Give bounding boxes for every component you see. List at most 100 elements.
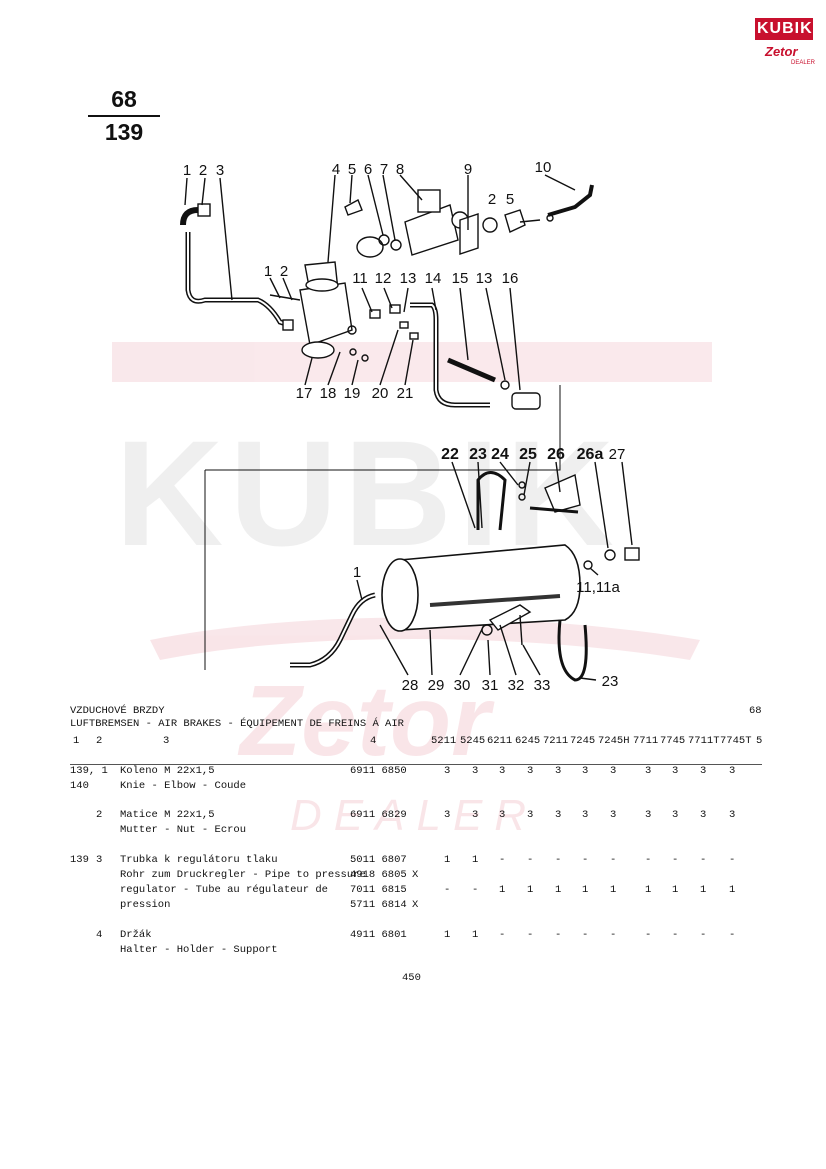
col-model: 7745T — [720, 735, 752, 747]
part-number: 5011 6807 — [350, 854, 407, 866]
section-title: VZDUCHOVÉ BRZDY — [70, 705, 165, 717]
callout-label: 25 — [519, 446, 537, 463]
callout-label: 1 — [183, 162, 191, 179]
qty-cell: - — [472, 884, 479, 896]
qty-cell: - — [582, 929, 589, 941]
callout-label: 7 — [380, 161, 388, 178]
callout-label: 31 — [482, 677, 499, 694]
qty-cell: 1 — [700, 884, 707, 896]
qty-cell: 3 — [672, 809, 679, 821]
qty-cell: - — [499, 929, 506, 941]
qty-cell: 3 — [472, 809, 479, 821]
footer-page-number: 450 — [402, 972, 421, 984]
callout-label: 13 — [476, 270, 493, 287]
callout-label: 26 — [547, 446, 565, 463]
callout-label: 26a — [577, 446, 604, 463]
header-divider — [70, 764, 762, 765]
qty-cell: 3 — [610, 809, 617, 821]
col-key-1: 1 — [73, 735, 80, 747]
desc-line: Držák — [120, 929, 152, 941]
section-subtitle: LUFTBREMSEN - AIR BRAKES - ÉQUIPEMENT DE… — [70, 718, 404, 730]
qty-cell: - — [672, 929, 679, 941]
callout-label: 3 — [216, 162, 224, 179]
col-key-4: 4 — [370, 735, 377, 747]
desc-line: Halter - Holder - Support — [120, 944, 278, 956]
qty-cell: - — [555, 854, 562, 866]
qty-cell: 3 — [729, 809, 736, 821]
callout-label: 11,11a — [576, 579, 620, 596]
callout-label: 22 — [441, 446, 459, 463]
qty-cell: 3 — [645, 809, 652, 821]
callout-label: 13 — [400, 270, 417, 287]
section-page-ref: 68 — [749, 705, 762, 717]
qty-cell: - — [672, 854, 679, 866]
callout-label: 2 — [280, 263, 288, 280]
qty-cell: - — [700, 854, 707, 866]
qty-cell: - — [610, 929, 617, 941]
qty-cell: - — [555, 929, 562, 941]
part-number: 7011 6815 — [350, 884, 407, 896]
qty-cell: 3 — [700, 765, 707, 777]
qty-cell: 3 — [444, 809, 451, 821]
callout-label: 18 — [320, 385, 337, 402]
col-model: 7245 — [570, 735, 596, 747]
page-ref-top: 68 — [111, 86, 137, 112]
qty-cell: 3 — [499, 765, 506, 777]
callout-label: 20 — [372, 385, 389, 402]
qty-cell: 3 — [499, 809, 506, 821]
qty-cell: 1 — [527, 884, 534, 896]
qty-cell: - — [729, 929, 736, 941]
desc-line: Knie - Elbow - Coude — [120, 780, 247, 792]
callout-label: 5 — [506, 191, 514, 208]
callout-label: 30 — [454, 677, 471, 694]
callout-label: 16 — [502, 270, 519, 287]
qty-cell: 3 — [672, 765, 679, 777]
page-ref-bottom: 139 — [104, 119, 144, 145]
item-cell: 4 — [96, 929, 103, 941]
qty-cell: - — [582, 854, 589, 866]
qty-cell: 1 — [555, 884, 562, 896]
desc-line: Rohr zum Druckregler - Pipe to pressure — [120, 869, 366, 881]
qty-cell: 3 — [582, 809, 589, 821]
qty-cell: 3 — [472, 765, 479, 777]
part-number: 4918 6805 — [350, 869, 407, 881]
desc-line: regulator - Tube au régulateur de — [120, 884, 328, 896]
part-number: 6911 6850 — [350, 765, 407, 777]
logo-brand: KUBIK — [757, 20, 813, 37]
qty-cell: 1 — [610, 884, 617, 896]
qty-cell: - — [645, 929, 652, 941]
callout-label: 24 — [491, 446, 509, 463]
qty-cell: 1 — [582, 884, 589, 896]
qty-cell: 3 — [555, 809, 562, 821]
qty-cell: 3 — [645, 765, 652, 777]
col-key-3: 3 — [163, 735, 170, 747]
callout-label: 23 — [469, 446, 487, 463]
qty-cell: 1 — [444, 854, 451, 866]
qty-cell: 1 — [672, 884, 679, 896]
kubik-zetor-logo: KUBIK Zetor DEALER — [755, 18, 816, 70]
x-mark: X — [412, 899, 419, 911]
qty-cell: - — [527, 929, 534, 941]
callout-label: 29 — [428, 677, 445, 694]
col-model: 7245H — [598, 735, 630, 747]
col-key-2: 2 — [96, 735, 103, 747]
qty-cell: - — [645, 854, 652, 866]
callout-label: 2 — [488, 191, 496, 208]
col-model: 5 — [756, 735, 763, 747]
qty-cell: 3 — [527, 765, 534, 777]
callout-label: 9 — [464, 161, 472, 178]
callout-label: 4 — [332, 161, 340, 178]
qty-cell: 1 — [472, 854, 479, 866]
callout-label: 19 — [344, 385, 361, 402]
callout-label: 6 — [364, 161, 372, 178]
callout-label: 1 — [264, 263, 272, 280]
qty-cell: - — [444, 884, 451, 896]
callout-label: 27 — [609, 446, 626, 463]
part-number: 4911 6801 — [350, 929, 407, 941]
item-cell: 3 — [96, 854, 103, 866]
logo-dealer: DEALER — [791, 60, 816, 66]
qty-cell: 1 — [645, 884, 652, 896]
ref-cell: 140 — [70, 780, 89, 792]
